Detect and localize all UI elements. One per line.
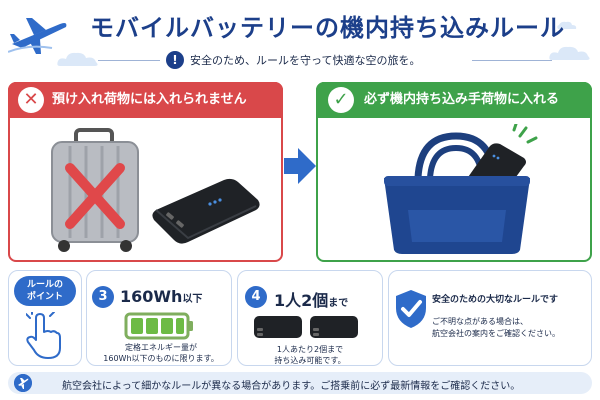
arrow-right-icon (284, 148, 316, 184)
watt-hour-desc-line: 160Wh以下のものに限ります。 (103, 354, 219, 363)
rule-points-badge-line: ルールの (26, 280, 63, 290)
subtitle-divider (98, 60, 160, 61)
footer-text: 航空会社によって細かなルールが異なる場合があります。ご搭乗前に必ず最新情報をご確… (62, 381, 521, 392)
quantity-value: 1人2個 (274, 291, 329, 310)
cloud-icon (557, 21, 577, 29)
airplane-icon (14, 374, 32, 392)
footer-bar (8, 372, 592, 394)
carry-on-panel: ✓ 必ず機内持ち込み手荷物に入れる (316, 82, 592, 262)
quantity-desc-line: 1人あたり2個まで (276, 345, 344, 354)
cloud-icon (57, 52, 98, 66)
quantity-limit-card (237, 270, 383, 366)
power-bank-icon (310, 316, 358, 338)
airplane-icon (8, 18, 67, 54)
battery-full-icon (124, 312, 193, 340)
info-circle-icon: ! (166, 51, 184, 69)
watt-hour-limit-card (86, 270, 232, 366)
watt-hour-desc-line: 定格エネルギー量が (125, 343, 197, 352)
power-bank-icon (152, 178, 260, 244)
tote-bag-icon (384, 124, 538, 254)
quantity-limit-value: 1人2個まで (274, 287, 348, 311)
page-title: モバイルバッテリーの機内持ち込みルール (90, 14, 565, 42)
safety-note-body: ご不明な点がある場合は、 航空会社の案内をご確認ください。 (432, 316, 560, 340)
rule-number-badge: 4 (245, 286, 267, 308)
x-mark-icon: ✕ (18, 87, 44, 113)
quantity-description: 1人あたり2個まで 持ち込み可能です。 (246, 344, 374, 366)
checked-luggage-panel: ✕ 預け入れ荷物には入れられません (8, 82, 283, 262)
quantity-desc-line: 持ち込み可能です。 (274, 356, 346, 365)
pointing-hand-icon (26, 312, 61, 359)
carry-on-label: 必ず機内持ち込み手荷物に入れる (364, 92, 560, 107)
subtitle-divider (472, 60, 552, 61)
carry-on-header: ✓ 必ず機内持ち込み手荷物に入れる (316, 82, 592, 118)
watt-hour-limit-value: 160Wh以下 (120, 287, 202, 306)
safety-note-title: 安全のための大切なルールです (432, 295, 559, 305)
watt-hour-suffix: 以下 (182, 294, 203, 305)
quantity-suffix: まで (328, 298, 349, 309)
rule-points-badge: ルールの ポイント (14, 276, 76, 306)
rule-number-badge: 3 (92, 286, 114, 308)
cloud-icon (549, 46, 590, 60)
power-bank-pair-icon (254, 316, 358, 338)
rule-points-badge-line: ポイント (26, 292, 63, 302)
power-bank-icon (254, 316, 302, 338)
suitcase-icon (51, 128, 139, 252)
safety-note-line: 航空会社の案内をご確認ください。 (432, 329, 560, 338)
shield-check-icon (396, 290, 426, 328)
watt-hour-value: 160Wh (120, 287, 183, 306)
check-mark-icon: ✓ (328, 87, 354, 113)
subtitle: 安全のため、ルールを守って快適な空の旅を。 (190, 54, 421, 67)
checked-luggage-label: 預け入れ荷物には入れられません (52, 92, 247, 107)
safety-note-line: ご不明な点がある場合は、 (432, 317, 528, 326)
watt-hour-description: 定格エネルギー量が 160Wh以下のものに限ります。 (96, 342, 226, 364)
checked-luggage-header: ✕ 預け入れ荷物には入れられません (8, 82, 283, 118)
